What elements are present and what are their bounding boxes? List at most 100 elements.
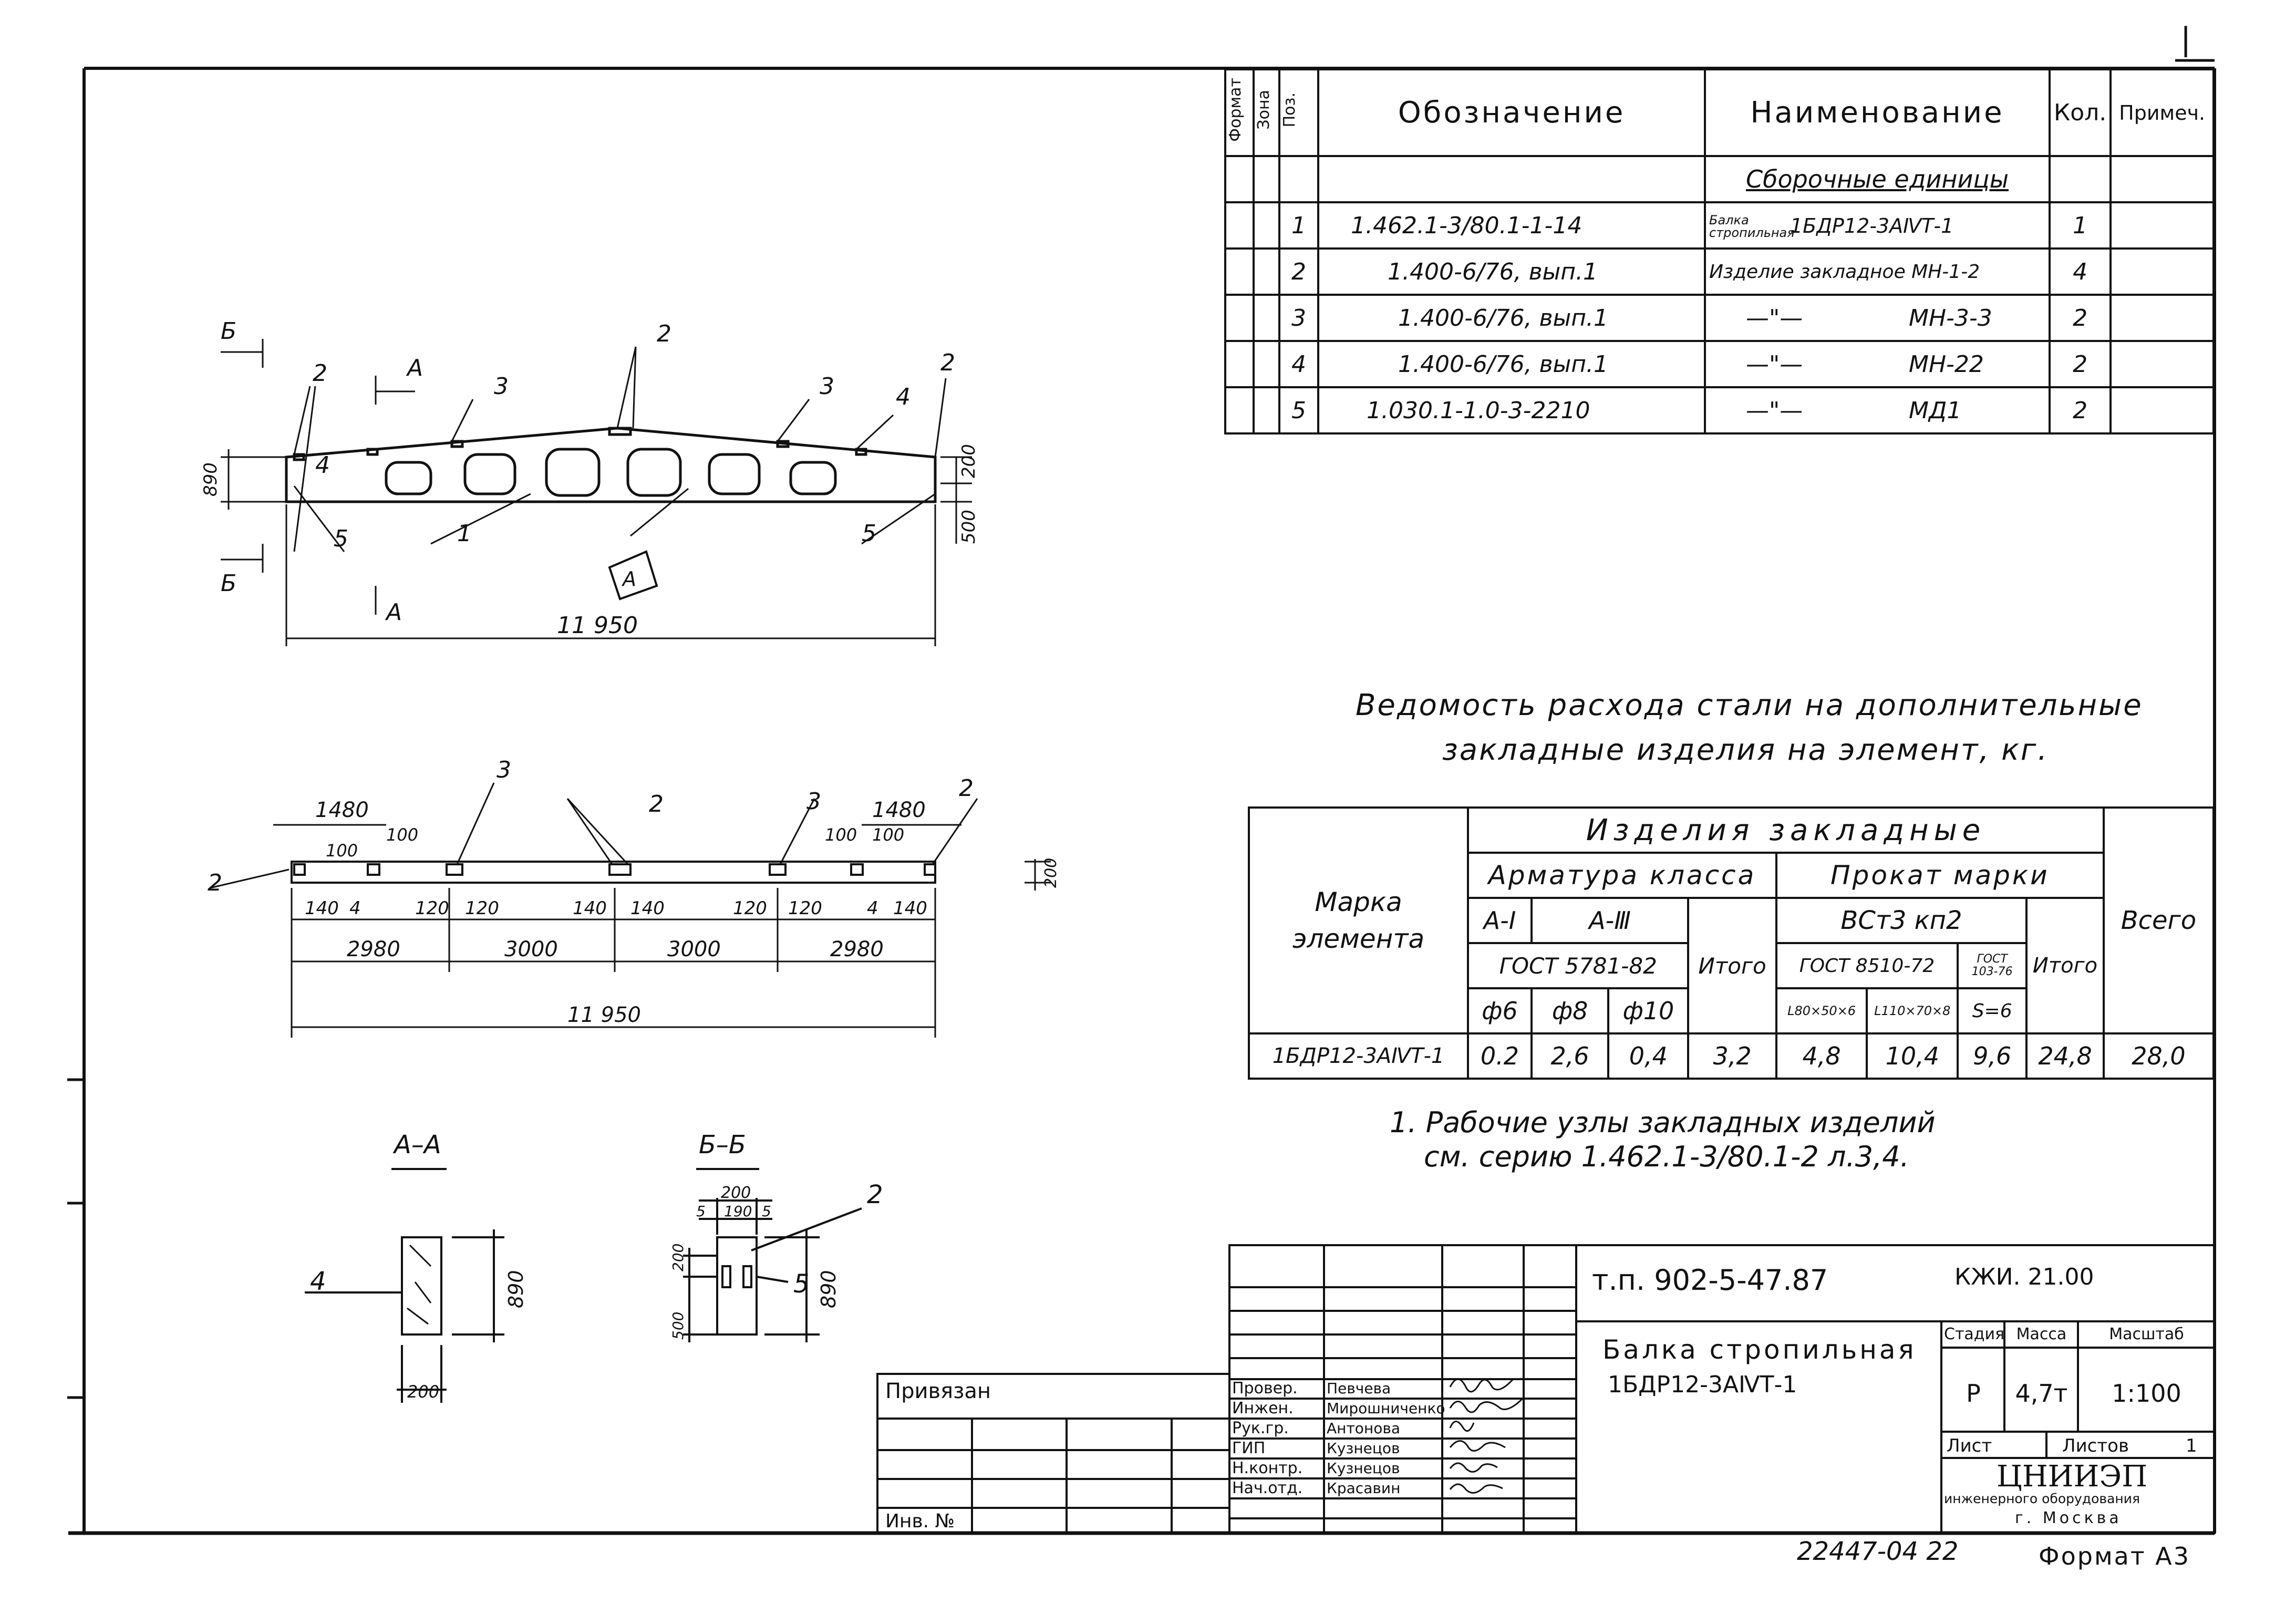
drawing-code: КЖИ. 21.00 [1954,1264,2094,1290]
drawing-name-line1: Балка стропильная [1602,1334,1917,1365]
spec-row: 3 1.400-6/76, вып.1 —"—МН-3-3 2 [1224,294,2215,342]
sheets-header: Листов [2062,1435,2129,1456]
span-4: 2980 [830,937,884,961]
svg-text:4: 4 [896,384,911,410]
beam-outline [285,427,937,503]
svg-text:5: 5 [334,525,348,552]
header-format: Формат [1224,68,1255,157]
inventory-label: Инв. № [885,1510,955,1532]
beam-opening [545,448,601,497]
table-row: 1БДР12-3АⅣТ-1 0.2 2,6 0,4 3,2 4,8 10,4 9… [1247,1032,2215,1080]
header-total-all: Всего [2102,806,2215,1034]
elev-length: 11 950 [557,612,638,639]
svg-text:100: 100 [872,825,904,845]
header-a3: А-Ⅲ [1530,897,1690,944]
header-a1: А-Ⅰ [1467,897,1533,944]
svg-text:120: 120 [733,898,767,919]
span-2: 3000 [504,937,558,961]
section-aa-title: А–А [392,1130,441,1160]
header-d10: ф10 [1607,987,1690,1034]
privyazan-label: Привязан [885,1379,991,1403]
header-s: S=6 [1957,987,2028,1034]
svg-text:100: 100 [326,841,358,861]
spec-row: 4 1.400-6/76, вып.1 —"—МН-22 2 [1224,340,2215,388]
header-itogo2: Итого [2025,897,2105,1034]
detail-tag-a: А [621,567,636,591]
beam-opening [789,461,837,495]
stage-value: Р [1966,1379,1981,1408]
sheet-header: Лист [1947,1435,1992,1456]
header-designation: Обозначение [1317,68,1706,157]
beam-opening [385,461,432,495]
header-l1: L80×50×6 [1775,987,1868,1034]
spec-row: 5 1.030.1-1.0-3-2210 —"—МД1 2 [1224,386,2215,434]
beam-opening [626,448,682,497]
scale-value: 1:100 [2112,1379,2181,1408]
svg-text:4: 4 [349,898,361,919]
roles-list: Провер. Инжен. Рук.гр. ГИП Н.контр. Нач.… [1232,1379,1303,1497]
mass-header: Масса [2016,1325,2067,1343]
span-1: 2980 [347,937,400,961]
elev-end-200: 200 [958,444,979,478]
mass-value: 4,7т [2015,1379,2068,1408]
svg-text:4: 4 [315,452,330,479]
spec-row: 1 1.462.1-3/80.1-1-14 Балка стропильная … [1224,201,2215,250]
svg-text:3: 3 [494,373,509,400]
header-d8: ф8 [1530,987,1610,1034]
drawing-name-line2: 1БДР12-3АⅣТ-1 [1608,1371,1797,1398]
scale-header: Масштаб [2109,1325,2184,1343]
persons-list: Певчева Мирошниченко Антонова Кузнецов К… [1327,1380,1445,1497]
svg-text:120: 120 [465,898,499,919]
svg-text:890: 890 [504,1270,528,1308]
project-number: т.п. 902-5-47.87 [1592,1264,1828,1297]
svg-text:140: 140 [305,898,339,919]
header-qty: Кол. [2048,68,2112,157]
svg-text:200: 200 [407,1382,439,1402]
footer-number: 22447-04 22 [1797,1537,1959,1566]
header-gost1: ГОСТ 5781-82 [1467,942,1690,989]
svg-text:2: 2 [867,1180,883,1209]
sheets-value: 1 [2186,1435,2197,1456]
svg-text:2: 2 [649,791,664,818]
specification-table: Формат Зона Поз. Обозначение Наименовани… [1224,68,2215,434]
header-items: Изделия закладные [1467,806,2105,854]
header-note: Примеч. [2109,68,2215,157]
svg-text:3: 3 [806,788,821,815]
beam-opening [463,453,516,495]
svg-text:3: 3 [497,757,511,783]
svg-text:140: 140 [893,898,927,919]
header-gost2: ГОСТ 8510-72 [1775,942,1959,989]
svg-text:200: 200 [721,1184,751,1202]
header-name: Наименование [1704,68,2051,157]
format-label: Формат А3 [2039,1542,2190,1570]
note-line1: 1. Рабочие узлы закладных изделий [1390,1106,1936,1139]
elev-height: 890 [200,462,221,496]
header-gost3: ГОСТ 103-76 [1957,942,2028,989]
note-line2: см. серию 1.462.1-3/80.1-2 л.3,4. [1424,1140,1909,1173]
plan-length: 11 950 [567,1003,641,1027]
svg-text:2: 2 [657,320,671,347]
stage-header: Стадия [1944,1325,2005,1343]
section-mark-a: А [406,355,423,381]
svg-text:1480: 1480 [315,798,369,822]
svg-text:2: 2 [313,360,327,387]
steel-table: Марка элемента Изделия закладные Всего А… [1247,806,2215,1080]
svg-text:200: 200 [1042,858,1060,888]
org-city: г. Москва [2015,1509,2122,1527]
section-assemblies: Сборочные единицы [1704,155,2051,203]
svg-text:140: 140 [573,898,607,919]
steel-title-line1: Ведомость расхода стали на дополнительны… [1356,688,2143,722]
steel-title-line2: закладные изделия на элемент, кг. [1442,733,2049,767]
svg-text:5: 5 [762,1203,771,1220]
svg-text:100: 100 [386,825,418,845]
org-subtitle: инженерного оборудования [1944,1491,2140,1506]
svg-text:2: 2 [959,775,974,802]
svg-text:190: 190 [724,1203,752,1220]
svg-text:2: 2 [940,349,955,376]
svg-text:120: 120 [788,898,822,919]
org-name: ЦНИИЭП [1997,1460,2148,1494]
header-vst: ВСт3 кп2 [1775,897,2028,944]
